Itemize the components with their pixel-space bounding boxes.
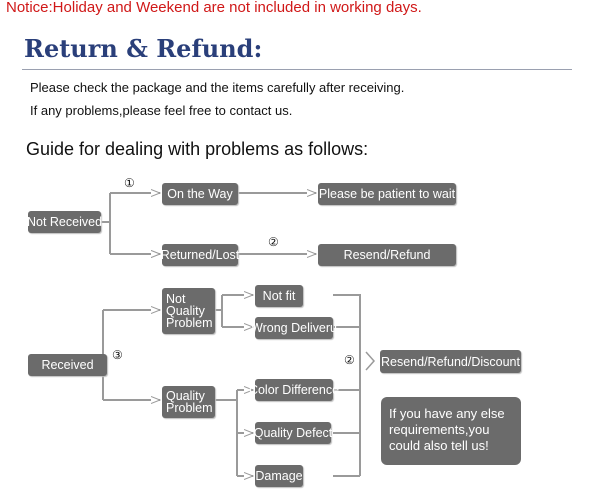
guide-heading: Guide for dealing with problems as follo… [26,139,369,159]
connector-merge [333,294,361,477]
node-on-the-way: On the Way [162,183,238,205]
node-color-difference: Color Difference [249,379,339,401]
node-be-patient: Please be patient to wait [318,183,456,205]
title-divider [22,69,572,70]
node-not-quality-problem: Not Quality Problem [162,288,215,334]
marker-1: ① [124,176,135,190]
node-resend-refund-discount: Resend/Refund/Discount [380,350,521,373]
merge-chevron [365,351,376,371]
node-quality-defect: Quality Defect [254,422,332,444]
node-wrong-delivery: Wrong Deliveru [251,317,337,339]
connector-nq-split [215,295,223,327]
marker-2-top: ② [268,235,279,249]
marker-2-bottom: ② [344,353,355,367]
node-received: Received [28,354,107,376]
marker-3: ③ [112,348,123,362]
node-quality-problem: Quality Problem [162,386,215,418]
node-resend-refund: Resend/Refund [318,244,456,266]
connector-not-received [101,192,160,254]
node-not-received: Not Received [27,211,102,233]
connector-qp-split [215,390,238,476]
intro-line-1: Please check the package and the items c… [30,80,405,95]
speech-bubble: If you have any else requirements,you co… [381,397,521,465]
node-damage: Damage [255,465,303,487]
node-not-fit: Not fit [255,285,303,307]
notice-text: Notice:Holiday and Weekend are not inclu… [6,0,422,16]
intro-line-2: If any problems,please feel free to cont… [30,103,293,118]
node-returned-lost: Returned/Lost [161,244,239,266]
page-title: Return & Refund: [24,34,263,63]
